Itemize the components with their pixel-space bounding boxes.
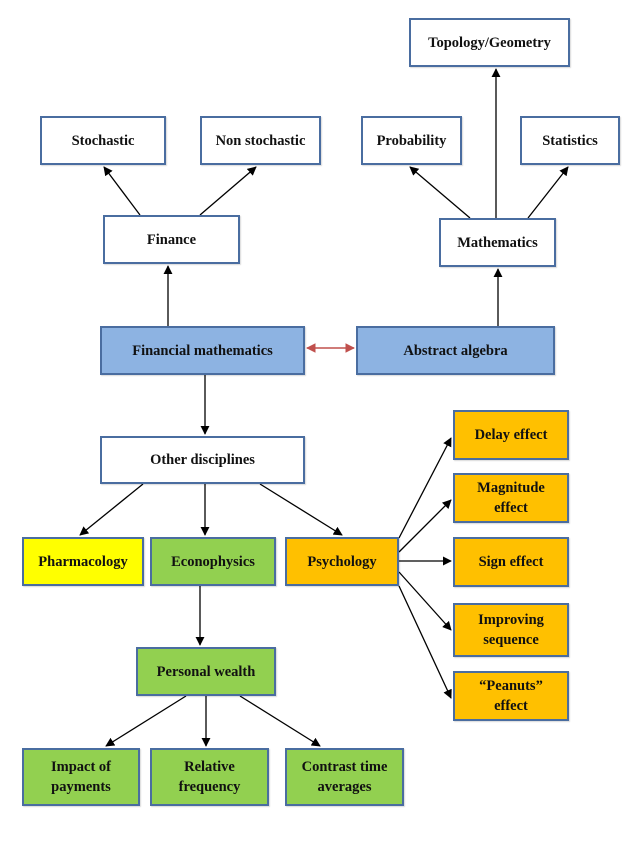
node-contrast-time-averages: Contrast time averages <box>285 748 404 806</box>
node-label: Impact of payments <box>50 759 111 795</box>
node-label: Psychology <box>307 553 377 570</box>
node-label: Mathematics <box>457 234 538 251</box>
node-other-disciplines: Other disciplines <box>100 436 305 484</box>
node-statistics: Statistics <box>520 116 620 165</box>
node-delay-effect: Delay effect <box>453 410 569 460</box>
node-label: Abstract algebra <box>403 342 508 359</box>
node-label: “Peanuts” effect <box>479 678 543 714</box>
arrow-psychology-to-delay-effect <box>398 437 452 539</box>
node-label: Sign effect <box>478 554 544 570</box>
arrow-personal-wealth-to-contrast-time-averages <box>239 695 321 747</box>
node-label: Relative frequency <box>178 759 241 795</box>
arrow-mathematics-to-statistics <box>527 166 569 219</box>
node-label: Personal wealth <box>156 663 256 680</box>
node-label: Magnitude effect <box>477 480 545 516</box>
node-label: Probability <box>376 132 447 149</box>
node-impact-of-payments: Impact of payments <box>22 748 140 806</box>
node-improving-sequence: Improving sequence <box>453 603 569 657</box>
node-label: Stochastic <box>71 132 135 149</box>
node-personal-wealth: Personal wealth <box>136 647 276 696</box>
arrow-psychology-to-peanuts-effect <box>398 585 452 699</box>
node-psychology: Psychology <box>285 537 399 586</box>
node-econophysics: Econophysics <box>150 537 276 586</box>
node-probability: Probability <box>361 116 462 165</box>
node-label: Non stochastic <box>215 132 306 149</box>
node-mathematics: Mathematics <box>439 218 556 267</box>
node-label: Delay effect <box>474 427 548 443</box>
node-label: Statistics <box>542 132 598 149</box>
node-label: Financial mathematics <box>132 342 273 359</box>
node-finance: Finance <box>103 215 240 264</box>
node-label: Pharmacology <box>38 553 128 570</box>
arrow-psychology-to-magnitude-effect <box>398 499 452 553</box>
node-label: Contrast time averages <box>301 759 388 795</box>
node-magnitude-effect: Magnitude effect <box>453 473 569 523</box>
arrow-mathematics-to-probability <box>409 166 471 219</box>
node-abstract-algebra: Abstract algebra <box>356 326 555 375</box>
node-peanuts-effect: “Peanuts” effect <box>453 671 569 721</box>
node-topology-geometry: Topology/Geometry <box>409 18 570 67</box>
node-label: Topology/Geometry <box>428 34 551 51</box>
node-pharmacology: Pharmacology <box>22 537 144 586</box>
node-label: Finance <box>146 231 197 248</box>
node-label: Other disciplines <box>150 452 255 468</box>
node-stochastic: Stochastic <box>40 116 166 165</box>
arrow-personal-wealth-to-impact-of-payments <box>105 695 187 747</box>
arrow-psychology-to-improving-sequence <box>398 571 452 631</box>
arrow-other-disciplines-to-psychology <box>259 483 343 536</box>
arrow-other-disciplines-to-pharmacology <box>79 483 144 536</box>
node-label: Econophysics <box>171 553 255 570</box>
arrow-finance-to-non-stochastic <box>199 166 257 216</box>
arrow-finance-to-stochastic <box>103 166 141 216</box>
node-relative-frequency: Relative frequency <box>150 748 269 806</box>
node-sign-effect: Sign effect <box>453 537 569 587</box>
node-label: Improving sequence <box>478 612 544 648</box>
node-non-stochastic: Non stochastic <box>200 116 321 165</box>
node-financial-mathematics: Financial mathematics <box>100 326 305 375</box>
